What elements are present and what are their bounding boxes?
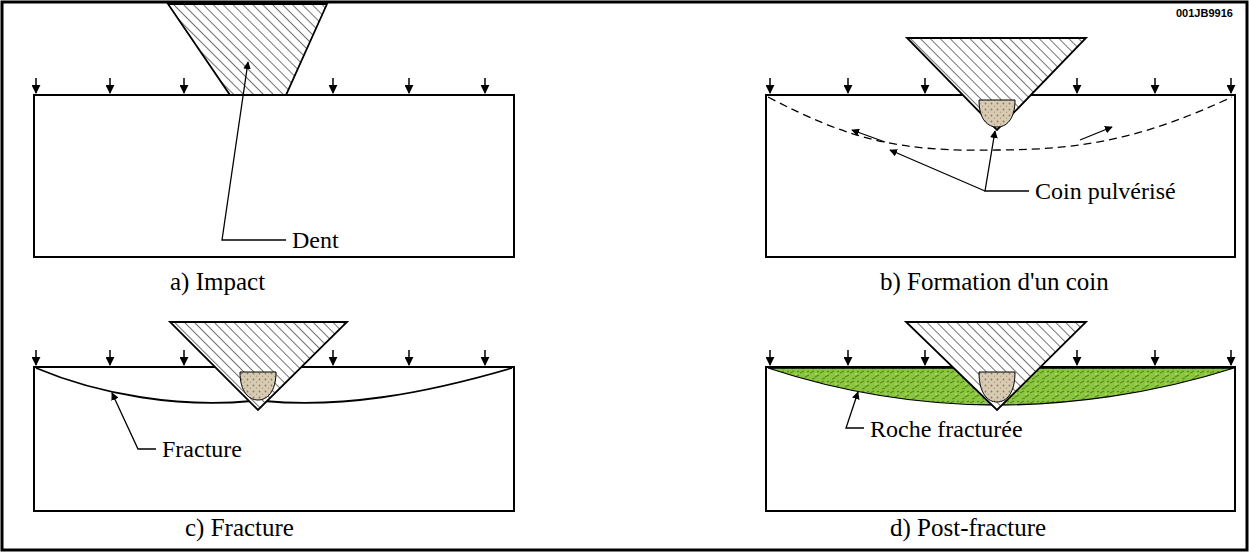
pressure-arrow [1076,78,1078,93]
rock-block: Fracturec) Fracture [33,367,515,512]
tooth [906,322,1086,410]
tooth [168,4,327,95]
label: Coin pulvérisé [1035,178,1176,204]
pressure-arrow [183,78,185,93]
fracture-line [36,368,252,403]
pressure-arrow [847,350,849,365]
drawing-number: 001JB9916 [1176,7,1233,19]
pressure-arrow [769,350,771,365]
pressure-arrow [924,78,926,93]
label: Roche fracturée [870,416,1023,442]
pressure-arrow [1076,350,1078,365]
fractured-rock [768,368,1234,405]
pulverized-wedge [979,372,1015,402]
rock-block: Coin pulvériséb) Formation d'un coin [765,95,1236,258]
dashed-fracture-path [768,97,1232,150]
rock-block: Roche fracturéed) Post-fracture [765,367,1236,512]
tooth [907,38,1086,130]
label: Fracture [162,436,242,462]
pressure-arrow [35,350,37,365]
pressure-arrow [1154,350,1156,365]
pressure-arrow [1230,78,1232,93]
caption: c) Fracture [185,514,294,542]
pressure-arrow [484,78,486,93]
pressure-arrow [408,78,410,93]
pressure-arrow [332,78,334,93]
pressure-arrow [847,78,849,93]
tooth [170,322,347,410]
pressure-arrow [109,78,111,93]
leader-line [112,393,156,449]
pressure-arrow [484,350,486,365]
caption: b) Formation d'un coin [880,268,1109,296]
stress-arrow [1080,127,1112,140]
leader-line [846,392,864,428]
leader-line [222,62,286,240]
pressure-arrow [183,350,185,365]
rock-block: Denta) Impact [33,95,515,258]
fracture-line [264,368,512,403]
pressure-arrow [1230,350,1232,365]
label: Dent [292,227,339,253]
pulverized-wedge [979,100,1015,127]
pulverized-wedge [240,372,276,400]
pressure-arrow [769,78,771,93]
leader-line [985,131,1029,191]
stress-arrow [852,130,885,142]
pressure-arrow [408,350,410,365]
caption: a) Impact [170,268,265,296]
caption: d) Post-fracture [890,514,1046,542]
pressure-arrow [35,78,37,93]
leader-line [890,150,985,191]
pressure-arrow [924,350,926,365]
pressure-arrow [109,350,111,365]
pressure-arrow [332,350,334,365]
pressure-arrow [1154,78,1156,93]
